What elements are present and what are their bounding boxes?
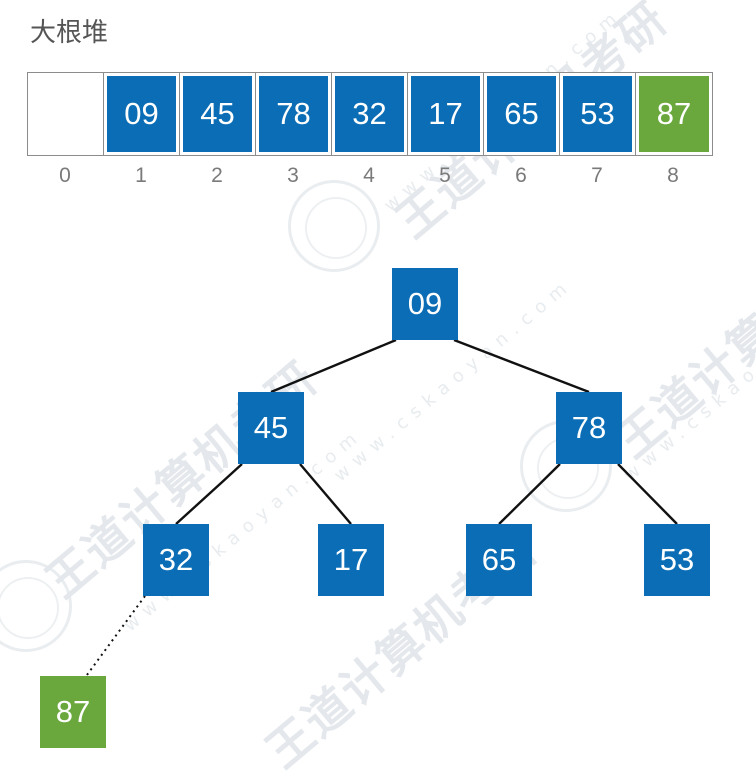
tree-node: 45 xyxy=(238,392,304,464)
tree-node: 32 xyxy=(143,524,209,596)
tree-node: 09 xyxy=(392,268,458,340)
heap-array: 09 45 78 32 17 65 53 87 xyxy=(27,72,713,156)
array-cell-0 xyxy=(28,73,104,155)
array-value-5: 17 xyxy=(411,76,480,152)
tree-edge xyxy=(299,463,352,525)
array-value-4: 32 xyxy=(335,76,404,152)
array-value-1: 09 xyxy=(107,76,176,152)
array-index-4: 4 xyxy=(363,164,375,187)
array-indices: 0 1 2 3 4 5 6 7 8 xyxy=(27,164,711,188)
tree-edge xyxy=(617,463,678,525)
tree-node: 17 xyxy=(318,524,384,596)
array-index-8: 8 xyxy=(667,164,679,187)
tree-edge xyxy=(175,463,243,525)
array-cell-7: 53 xyxy=(560,73,636,155)
array-cell-6: 65 xyxy=(484,73,560,155)
array-index-6: 6 xyxy=(515,164,527,187)
heap-tree-edges xyxy=(85,338,678,677)
array-cell-4: 32 xyxy=(332,73,408,155)
tree-edge xyxy=(85,595,146,677)
array-cell-8: 87 xyxy=(636,73,712,155)
array-cell-5: 17 xyxy=(408,73,484,155)
array-value-6: 65 xyxy=(487,76,556,152)
array-value-7: 53 xyxy=(563,76,632,152)
tree-node: 87 xyxy=(40,676,106,748)
array-value-3: 78 xyxy=(259,76,328,152)
tree-node: 78 xyxy=(556,392,622,464)
tree-edge xyxy=(270,338,397,394)
array-value-2: 45 xyxy=(183,76,252,152)
array-index-5: 5 xyxy=(439,164,451,187)
array-index-3: 3 xyxy=(287,164,299,187)
page-title: 大根堆 xyxy=(30,18,109,48)
array-index-1: 1 xyxy=(135,164,147,187)
array-cell-3: 78 xyxy=(256,73,332,155)
tree-edge xyxy=(453,338,590,394)
tree-node: 65 xyxy=(466,524,532,596)
tree-node: 53 xyxy=(644,524,710,596)
array-index-2: 2 xyxy=(211,164,223,187)
array-index-7: 7 xyxy=(591,164,603,187)
array-cell-2: 45 xyxy=(180,73,256,155)
tree-edge xyxy=(498,463,561,525)
array-value-8: 87 xyxy=(639,76,709,152)
array-index-0: 0 xyxy=(59,164,71,187)
array-cell-1: 09 xyxy=(104,73,180,155)
